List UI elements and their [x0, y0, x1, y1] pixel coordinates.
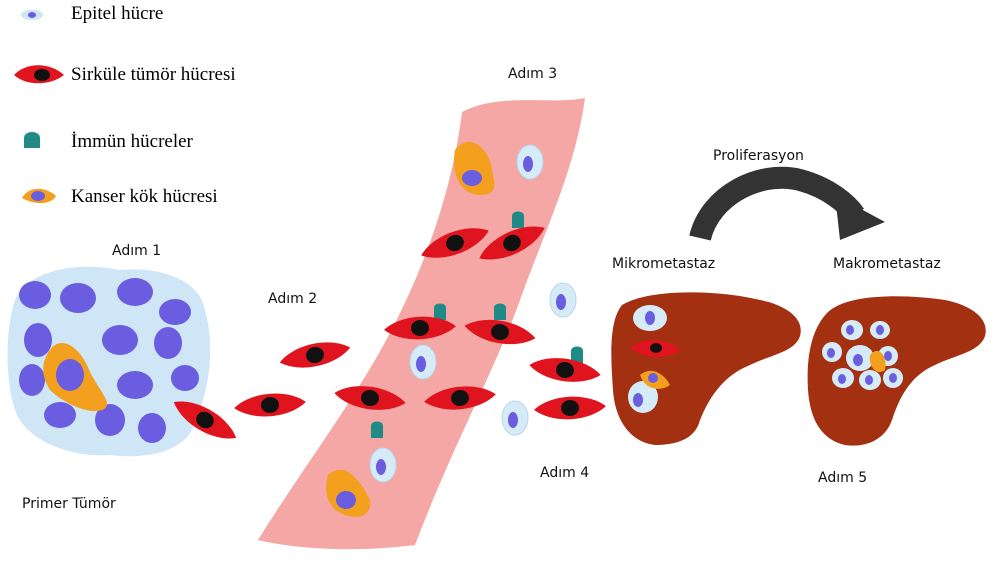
- step-3-label: Adım 3: [508, 66, 557, 82]
- tumor-cell: [533, 395, 606, 421]
- proliferation-arrow: [700, 178, 885, 240]
- step-2-label: Adım 2: [268, 291, 317, 307]
- immune-cell-icon: [24, 132, 40, 148]
- micrometastasis-label: Mikrometastaz: [612, 256, 715, 272]
- step-4-label: Adım 4: [540, 465, 589, 481]
- step-1-label: Adım 1: [112, 243, 161, 259]
- legend-label-immune: İmmün hücreler: [71, 131, 193, 153]
- immune-cell: [371, 422, 383, 439]
- legend-label-epithelial: Epitel hücre: [71, 3, 163, 25]
- epithelial-cell: [502, 401, 528, 435]
- tumor-cell: [233, 391, 307, 420]
- proliferation-label: Proliferasyon: [713, 148, 804, 164]
- primary-tumor: [8, 267, 211, 456]
- epithelial-cell: [517, 145, 543, 179]
- epithelial-cell: [370, 448, 396, 482]
- circulating-tumor-cell-icon: [14, 65, 64, 83]
- epithelial-cell: [550, 283, 576, 317]
- primary-tumor-label: Primer Tümör: [22, 496, 116, 512]
- micrometastasis-liver: [611, 292, 800, 445]
- immune-cell: [434, 304, 446, 321]
- epithelial-cell-icon: [21, 10, 43, 20]
- macrometastasis-label: Makrometastaz: [833, 256, 941, 272]
- immune-cell: [512, 212, 524, 229]
- step-5-label: Adım 5: [818, 470, 867, 486]
- tumor-cell: [528, 354, 602, 386]
- tumor-cell: [277, 337, 352, 374]
- macrometastasis-liver: [808, 296, 986, 445]
- legend-label-circulating: Sirküle tümör hücresi: [71, 64, 236, 86]
- legend-label-stem: Kanser kök hücresi: [71, 186, 218, 208]
- cancer-stem-cell-icon: [22, 189, 56, 203]
- epithelial-cell: [410, 345, 436, 379]
- immune-cell: [494, 304, 506, 321]
